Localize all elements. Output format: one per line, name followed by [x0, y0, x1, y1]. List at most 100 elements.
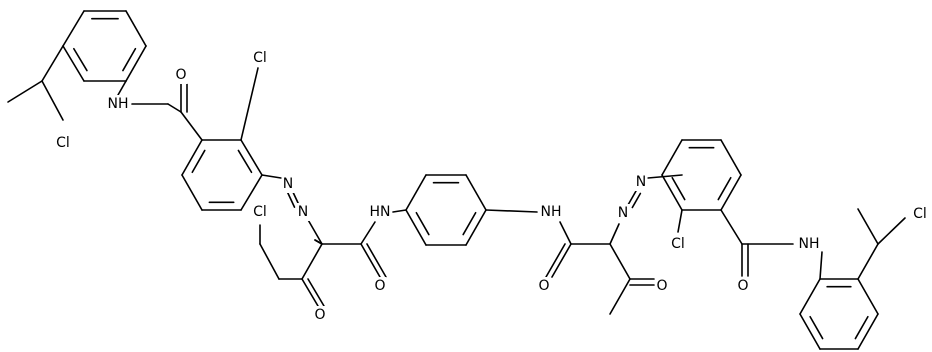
single-bond	[877, 217, 906, 245]
amide-o-center-left: O	[374, 278, 385, 294]
label-mask	[616, 204, 630, 222]
chloroethyl-cl-right: Cl	[913, 206, 927, 222]
left-central-ring-bond	[181, 139, 203, 176]
label-mask	[249, 49, 271, 67]
single-bond	[259, 243, 280, 280]
single-bond	[41, 45, 64, 82]
central-phenylene-ring-bond	[405, 209, 427, 246]
single-bond	[720, 209, 743, 245]
amide-nh-center: NH	[541, 204, 562, 220]
single-bond	[360, 243, 381, 278]
amide-o-right: O	[737, 278, 748, 294]
right-terminal-ring-bond	[857, 278, 879, 315]
single-bond	[609, 278, 631, 315]
single-bond	[301, 243, 323, 280]
single-bond	[307, 278, 325, 307]
label-mask	[540, 203, 562, 221]
single-bond	[301, 278, 319, 307]
label-mask	[281, 175, 295, 193]
left-terminal-ring-inner-bond	[122, 47, 137, 72]
label-mask	[174, 66, 188, 84]
left-terminal-ring-inner-bond	[73, 47, 88, 72]
single-bond	[647, 174, 683, 179]
left-terminal-ring-bond	[125, 10, 147, 47]
left-central-ring-bond	[240, 174, 263, 211]
single-bond	[551, 243, 572, 278]
single-bond	[545, 243, 566, 278]
single-bond	[857, 208, 879, 245]
azo-double-bond	[627, 190, 637, 206]
label-mask	[667, 235, 689, 253]
central-phenylene-ring-bond	[405, 174, 427, 211]
right-central-ring-bond	[720, 139, 742, 176]
bond-layer	[7, 10, 906, 350]
amide-o-left: O	[175, 67, 186, 83]
single-bond	[559, 221, 572, 245]
ring-cl-right: Cl	[671, 236, 685, 252]
ketone-o-left: O	[314, 307, 325, 323]
single-bond	[306, 217, 323, 245]
central-phenylene-ring-bond	[465, 174, 487, 211]
left-terminal-ring-bond	[62, 45, 85, 82]
single-bond	[41, 80, 64, 121]
single-bond	[485, 209, 538, 213]
chloropropyl-cl: Cl	[253, 204, 267, 220]
right-terminal-ring-bond	[799, 313, 821, 350]
single-bond	[360, 221, 376, 245]
label-mask	[52, 134, 74, 152]
left-terminal-ring-bond	[125, 45, 147, 82]
amide-nh-right: NH	[799, 236, 820, 252]
single-bond	[261, 174, 282, 179]
azo-n1-left: N	[283, 176, 293, 192]
left-central-ring-inner-bond	[237, 149, 253, 174]
label-mask	[634, 173, 648, 191]
azo-n2-left: N	[298, 204, 308, 220]
right-central-ring-inner-bond	[671, 176, 686, 201]
label-mask	[107, 95, 129, 113]
ketone-o-right: O	[656, 278, 667, 294]
right-central-ring-inner-bond	[717, 176, 732, 201]
label-mask	[249, 203, 271, 221]
label-mask	[655, 277, 669, 295]
label-mask	[369, 203, 391, 221]
amide-hn-center: HN	[370, 204, 391, 220]
atom-label-layer: NH O Cl Cl N N Cl O O HN NH O O N N Cl O…	[56, 50, 927, 323]
azo-double-bond	[286, 191, 296, 208]
single-bond	[857, 243, 879, 280]
label-mask	[537, 277, 551, 295]
label-mask	[736, 277, 750, 295]
right-terminal-ring-inner-bond	[809, 315, 824, 340]
chloroethyl-cl-left: Cl	[56, 135, 70, 151]
single-bond	[366, 243, 387, 278]
left-central-ring-bond	[240, 139, 263, 176]
single-bond	[7, 80, 43, 103]
single-bond	[240, 67, 259, 141]
single-bond	[392, 209, 407, 213]
label-mask	[313, 306, 327, 324]
single-bond	[167, 103, 182, 113]
azo-n2-right: N	[636, 174, 646, 190]
single-bond	[609, 243, 631, 280]
right-terminal-ring-inner-bond	[854, 315, 869, 340]
ring-cl-left: Cl	[253, 50, 267, 66]
central-phenylene-ring-inner-bond	[415, 211, 430, 236]
central-phenylene-ring-bond	[465, 209, 487, 246]
right-central-ring-bond	[720, 174, 742, 211]
label-mask	[373, 277, 387, 295]
label-mask	[909, 205, 931, 223]
right-central-ring-bond	[661, 174, 683, 211]
single-bond	[609, 223, 620, 245]
single-bond	[117, 80, 127, 96]
amide-o-center-right: O	[538, 278, 549, 294]
label-mask	[798, 235, 820, 253]
amide-nh-left: NH	[108, 96, 129, 112]
central-phenylene-ring-inner-bond	[462, 211, 477, 236]
chain-bond	[314, 239, 323, 245]
left-central-ring-inner-bond	[191, 149, 206, 174]
label-mask	[296, 203, 310, 221]
right-terminal-ring-bond	[857, 313, 879, 350]
azo-double-bond	[631, 192, 642, 209]
single-bond	[819, 251, 823, 280]
left-central-ring-bond	[181, 174, 203, 211]
